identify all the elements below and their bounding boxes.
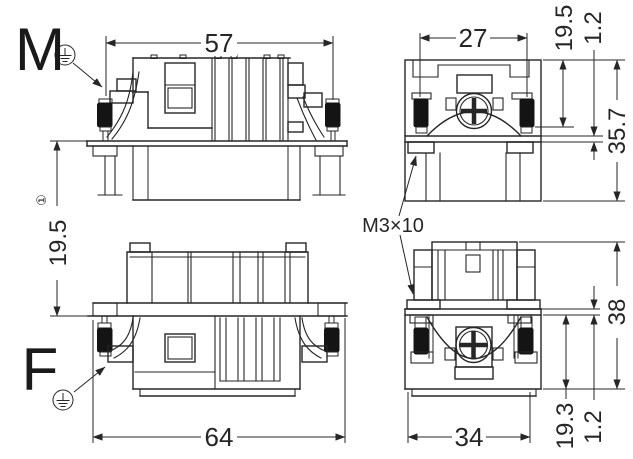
male-view-label: M	[15, 16, 65, 83]
latch-screw	[413, 98, 429, 128]
dim-f-insert-depth: 19.3	[543, 314, 600, 450]
female-view-label: F	[22, 336, 59, 403]
hood-panel-lines	[437, 249, 504, 301]
thread-callout-text: M3×10	[362, 215, 424, 237]
male-side-view	[86, 54, 348, 201]
right-latch	[294, 315, 340, 363]
hood-panel-lines	[151, 251, 291, 304]
dim-f-length-text: 64	[205, 422, 234, 452]
dim-panel-gap: 19.5 ①	[34, 140, 92, 317]
dim-m-insert-depth: 19.5	[535, 5, 625, 128]
left-latch	[97, 315, 141, 363]
thread-callout: M3×10	[362, 155, 424, 295]
dim-m-flange: 1.2	[541, 11, 607, 160]
left-latch	[97, 71, 140, 141]
latch-screw	[97, 102, 113, 128]
body-ribs	[211, 57, 289, 142]
dim-m-width-text: 27	[459, 23, 488, 53]
mount-bracket	[406, 299, 441, 310]
side-window	[164, 333, 196, 363]
dim-f-total-height: 38	[519, 241, 631, 390]
latch-screw	[97, 327, 113, 353]
jack-screw	[455, 326, 492, 364]
coding-slot	[465, 254, 481, 273]
dim-m-width: 27	[419, 23, 528, 97]
latch-screw	[519, 98, 535, 128]
dim-m-flange-text: 1.2	[580, 11, 607, 44]
dim-panel-gap-note: ①	[34, 194, 49, 206]
mount-bracket	[407, 141, 435, 154]
earth-ground-icon	[52, 366, 106, 411]
latch-screw	[413, 327, 429, 355]
female-front-view	[404, 241, 542, 397]
latch-screw	[325, 102, 341, 128]
dim-panel-gap-text: 19.5	[45, 220, 72, 267]
dim-m-total-height-text: 35.7	[604, 108, 631, 155]
dim-f-insert-depth-text: 19.3	[552, 403, 579, 450]
dim-m-total-height: 35.7	[543, 59, 631, 202]
latch-screw	[518, 327, 534, 355]
dim-f-flange: 1.2	[541, 286, 607, 444]
body-ribs	[219, 317, 281, 382]
female-side-view	[87, 242, 348, 397]
side-window	[164, 62, 196, 114]
dim-f-flange-text: 1.2	[580, 410, 607, 443]
dim-m-insert-depth-text: 19.5	[551, 5, 578, 52]
earth-ground-icon	[54, 44, 103, 88]
dim-f-length: 64	[92, 318, 346, 452]
dim-m-length: 57	[105, 28, 334, 100]
dim-f-width-text: 34	[455, 422, 484, 452]
right-latch	[296, 92, 341, 141]
dim-f-width: 34	[407, 392, 531, 452]
dim-m-length-text: 57	[205, 28, 234, 58]
jack-screw	[455, 92, 493, 130]
mount-bracket	[506, 299, 541, 310]
male-front-view	[404, 59, 542, 202]
dim-f-total-height-text: 38	[604, 299, 631, 326]
base-plate	[86, 140, 348, 201]
mount-bracket	[506, 141, 534, 154]
